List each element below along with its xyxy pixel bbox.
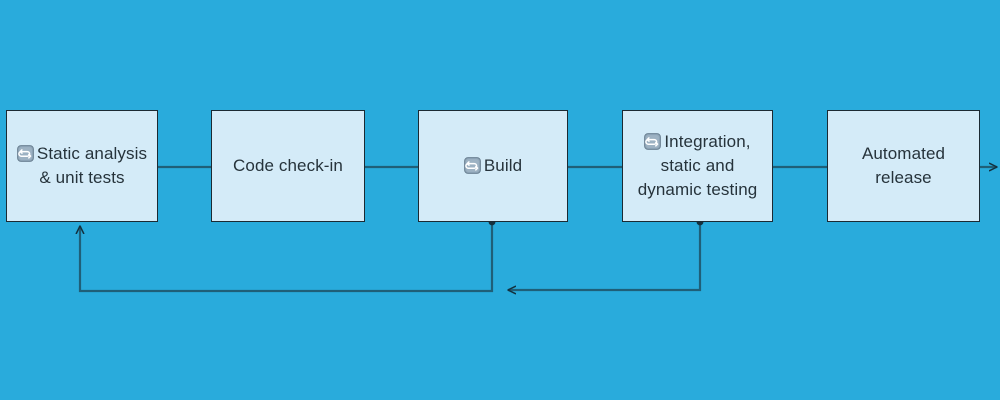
node-static-analysis-unit-tests[interactable]: Static analysis & unit tests [6,110,158,222]
node-label: Automated release [861,143,946,187]
node-label: Static analysis & unit tests [36,143,148,187]
sync-loop-icon [17,144,34,162]
node-label: Code check-in [233,155,343,175]
sync-loop-icon [644,132,662,150]
node-automated-release[interactable]: Automated release [827,110,980,222]
node-build[interactable]: Build [418,110,568,222]
sync-loop-icon [463,157,481,174]
connector-integration-feedback [508,222,702,290]
node-label: Integration, static and dynamic testing [637,131,758,200]
node-integration-static-dynamic-testing[interactable]: Integration, static and dynamic testing [622,110,773,222]
connector-build-feedback [80,222,494,293]
node-code-check-in[interactable]: Code check-in [211,110,365,222]
node-label: Build [483,155,523,175]
